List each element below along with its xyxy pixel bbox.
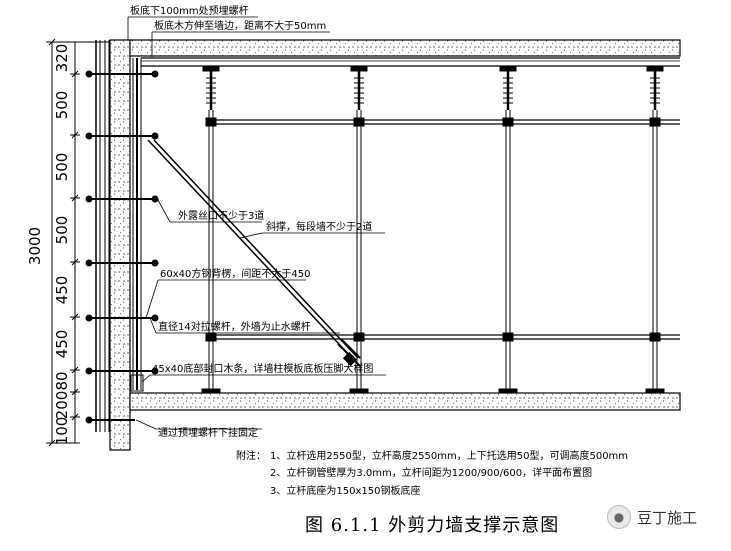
notes-title: 附注：	[236, 449, 266, 462]
label-steel-back-rib: 60x40方钢背楞，间距不大于450	[160, 267, 310, 280]
label-tie-bolt: 直径14对拉螺杆，外墙为止水螺杆	[158, 320, 311, 333]
segment-dimension-labels: 320 500 500 500 450 450 80 200 100	[53, 44, 71, 446]
segment-label: 500	[53, 91, 71, 120]
note-item: 1、立杆选用2550型，立杆高度2550mm，上下托选用50型，可调高度500m…	[270, 449, 628, 462]
diagonal-brace	[147, 139, 361, 367]
segment-label: 500	[53, 153, 71, 182]
bottom-floor-slab	[129, 392, 681, 411]
steel-prop	[201, 66, 221, 394]
tie-bolt	[85, 132, 159, 140]
steel-prop	[645, 66, 665, 394]
dimension-chain	[46, 38, 130, 447]
tie-bolt	[85, 195, 159, 203]
steel-prop	[498, 66, 518, 394]
ledger-clamps	[205, 117, 661, 342]
segment-label: 320	[53, 44, 71, 73]
label-diagonal-brace: 斜撑，每段墙不少于2道	[266, 220, 372, 233]
label-exposed-thread: 外露丝口不少于3道	[178, 209, 264, 222]
dimension-ticks	[46, 38, 130, 447]
label-embed-bolt-top: 板底下100mm处预埋螺杆	[130, 4, 249, 17]
segment-label: 80	[53, 371, 71, 390]
segment-label: 500	[53, 216, 71, 245]
slab-formwork	[141, 57, 680, 67]
tie-bolt	[85, 367, 159, 375]
segment-label: 450	[53, 330, 71, 359]
inner-formwork	[132, 58, 142, 390]
segment-label: 450	[53, 276, 71, 305]
watermark-text: 豆丁施工	[637, 508, 698, 527]
notes: 附注： 1、立杆选用2550型，立杆高度2550mm，上下托选用50型，可调高度…	[236, 449, 628, 497]
tie-bolt	[85, 259, 159, 267]
outer-formwork	[95, 40, 110, 432]
label-slab-timber: 板底木方伸至墙边，距离不大于50mm	[154, 19, 326, 32]
steel-prop	[349, 66, 369, 394]
concrete-wall	[109, 39, 131, 451]
note-item: 3、立杆底座为150x150钢板底座	[270, 484, 420, 497]
chat-bubble-icon: ●	[607, 505, 631, 529]
label-bottom-timber: 45x40底部封口木条，详墙柱模板底板压脚大样图	[152, 362, 373, 375]
tie-bolts	[85, 70, 159, 424]
top-floor-slab	[129, 39, 681, 57]
label-embed-bolt-bottom: 通过预埋螺杆下挂固定	[158, 426, 258, 439]
note-item: 2、立杆钢管壁厚为3.0mm，立杆间距为1200/900/600，详平面布置图	[270, 466, 592, 479]
segment-label: 200	[53, 391, 71, 420]
leader-lines	[127, 16, 386, 430]
figure-caption: 图 6.1.1 外剪力墙支撑示意图	[305, 515, 560, 536]
tie-bolt	[85, 70, 159, 78]
total-dimension-label: 3000	[26, 227, 44, 265]
annotations: 板底下100mm处预埋螺杆 板底木方伸至墙边，距离不大于50mm 外露丝口不少于…	[130, 4, 373, 439]
segment-label: 100	[53, 417, 71, 446]
steel-props	[201, 66, 680, 394]
embedded-bolt	[85, 416, 135, 424]
watermark: ● 豆丁施工	[607, 505, 697, 529]
bottom-closing-timber	[130, 374, 144, 392]
